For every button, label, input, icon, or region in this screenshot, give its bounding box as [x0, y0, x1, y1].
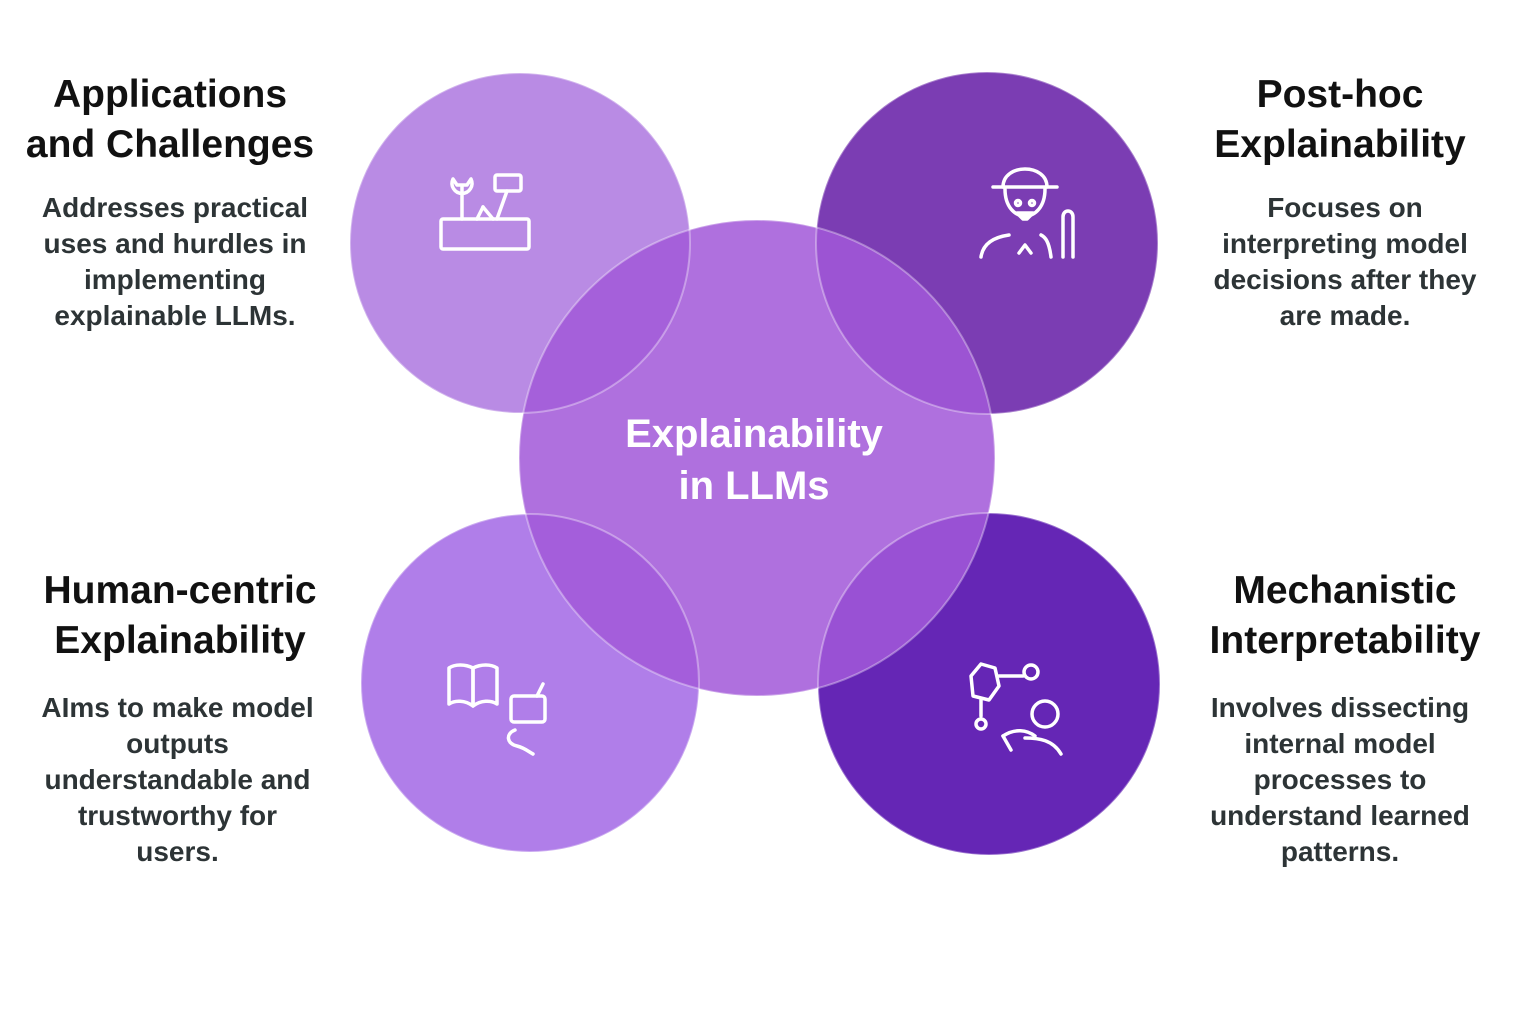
- person-with-hat-icon: [979, 167, 1075, 259]
- applications-description: Addresses practical uses and hurdles in …: [41, 192, 309, 331]
- center-title: Explainability in LLMs: [625, 412, 883, 508]
- posthoc-circle-outline: [815, 71, 1159, 415]
- toolbox-icon: [439, 173, 531, 251]
- human-title: Human-centric Explainability: [43, 569, 317, 662]
- center-circle: [518, 219, 996, 697]
- posthoc-title: Post-hoc Explainability: [1214, 73, 1466, 166]
- posthoc-description: Focuses on interpreting model decisions …: [1213, 192, 1477, 331]
- mechanistic-description: Involves dissecting internal model proce…: [1210, 692, 1470, 867]
- mechanistic-title: Mechanistic Interpretability: [1209, 569, 1481, 662]
- book-and-chat-icon: [447, 663, 547, 756]
- network-analysis-icon: [969, 662, 1063, 756]
- applications-title: Applications and Challenges: [25, 73, 315, 166]
- human-circle-outline: [360, 513, 700, 853]
- applications-circle-outline: [349, 72, 691, 414]
- human-description: AIms to make model outputs understandabl…: [41, 692, 314, 867]
- mechanistic-circle-outline: [817, 512, 1161, 856]
